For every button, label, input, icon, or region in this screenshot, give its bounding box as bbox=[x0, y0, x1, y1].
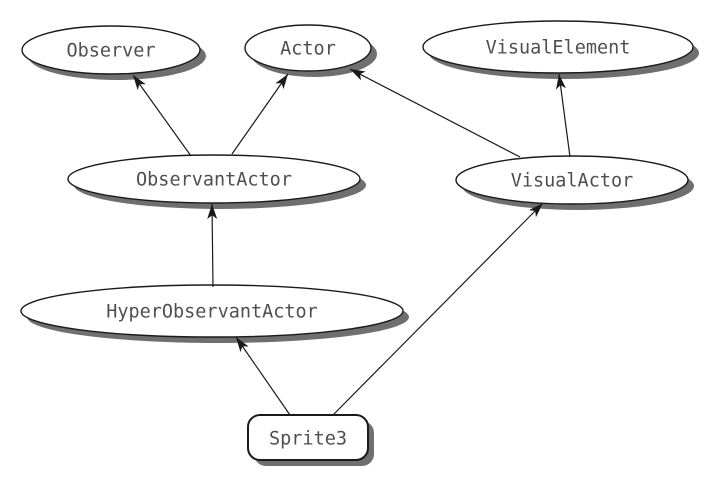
node-observer-shape bbox=[21, 25, 201, 75]
node-sprite3-shape bbox=[247, 414, 369, 461]
node-visual-actor-shape bbox=[455, 155, 689, 205]
node-observer-label: Observer bbox=[66, 41, 155, 62]
edge-visualactor-to-visualelement bbox=[556, 73, 571, 158]
node-visual-element-shape bbox=[422, 20, 694, 74]
edge-sprite3-to-hyperobservantactor bbox=[235, 336, 291, 416]
node-actor-shape bbox=[244, 24, 372, 72]
node-visual-element-label: VisualElement bbox=[486, 38, 631, 59]
node-actor-label: Actor bbox=[280, 39, 336, 60]
edges bbox=[132, 68, 571, 416]
node-visual-actor-label: VisualActor bbox=[511, 171, 634, 192]
node-observant-actor-label: ObservantActor bbox=[136, 170, 292, 191]
node-sprite3-label: Sprite3 bbox=[269, 429, 347, 450]
node-shadows bbox=[27, 27, 699, 466]
edge-hyperobservantactor-to-observantactor bbox=[207, 203, 218, 288]
node-hyper-observant-actor-shape bbox=[20, 284, 404, 338]
node-observant-actor-shape bbox=[67, 154, 361, 204]
edge-observantactor-to-observer bbox=[132, 74, 192, 157]
nodes bbox=[20, 20, 694, 461]
edge-visualactor-to-actor bbox=[349, 68, 521, 158]
edge-observantactor-to-actor bbox=[231, 73, 289, 155]
node-labels: Observer Actor VisualElement ObservantAc… bbox=[66, 38, 633, 450]
node-hyper-observant-actor-label: HyperObservantActor bbox=[106, 302, 318, 323]
edge-sprite3-to-visualactor bbox=[332, 202, 544, 416]
